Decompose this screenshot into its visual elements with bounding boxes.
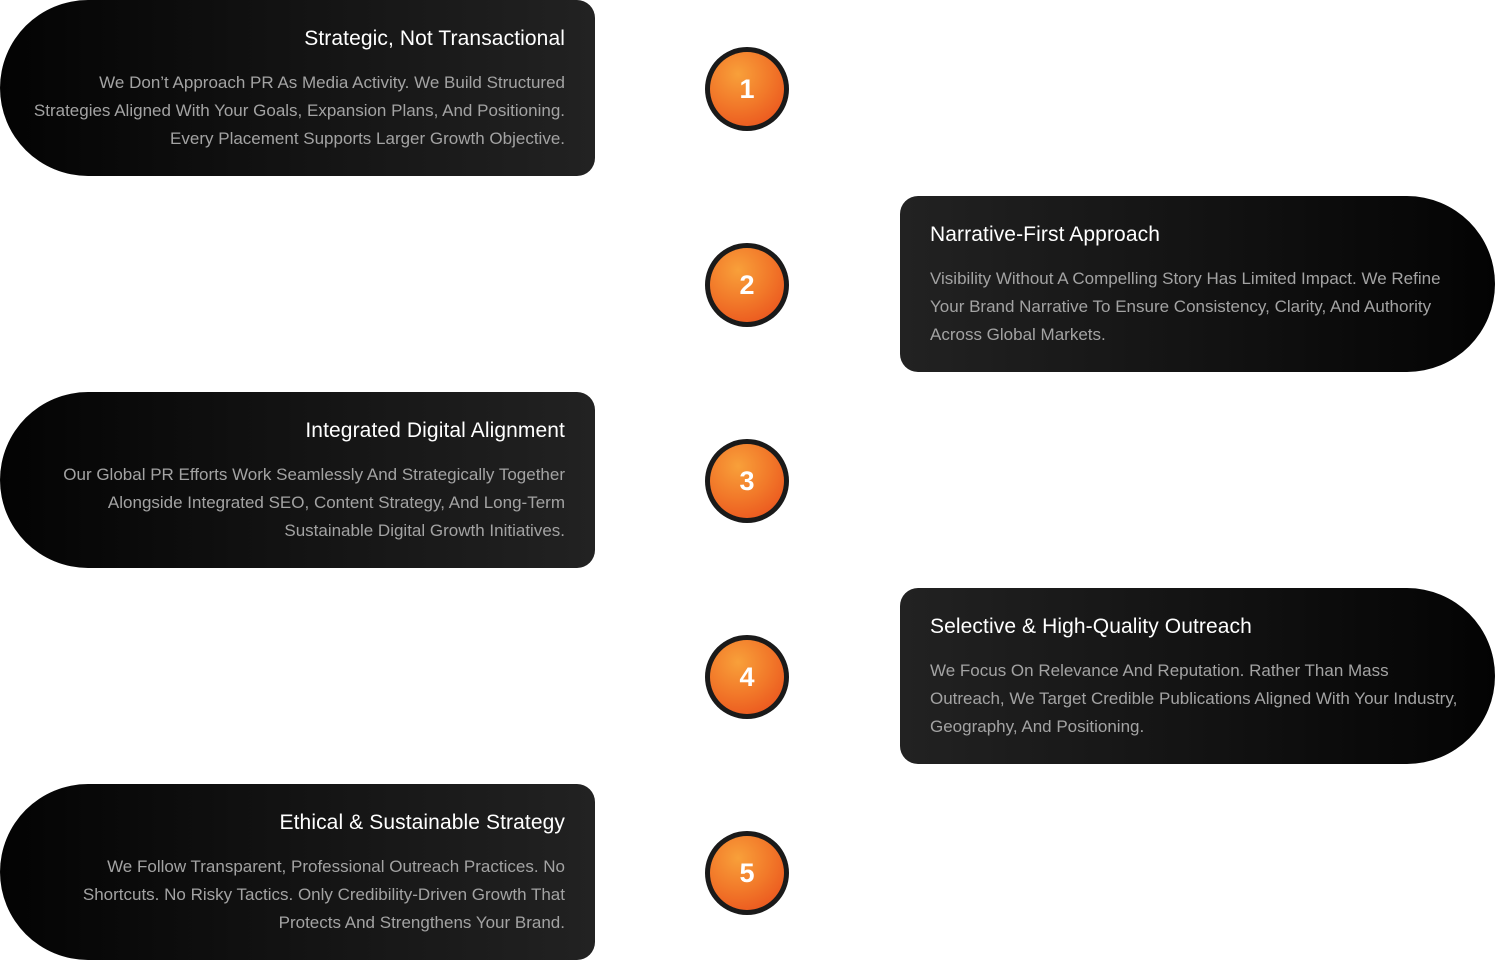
card-strategic: Strategic, Not Transactional We Don’t Ap…	[0, 0, 595, 176]
card-title: Integrated Digital Alignment	[305, 419, 565, 442]
step-2: Narrative-First Approach Visibility With…	[0, 196, 1495, 372]
card-outreach: Selective & High-Quality Outreach We Foc…	[900, 588, 1495, 764]
step-number: 4	[710, 640, 784, 714]
step-number: 1	[710, 52, 784, 126]
card-description: We Follow Transparent, Professional Outr…	[82, 857, 565, 932]
step-number-badge: 1	[705, 47, 789, 131]
card-title: Ethical & Sustainable Strategy	[279, 811, 565, 834]
card-description: We Don’t Approach PR As Media Activity. …	[33, 73, 565, 148]
step-number-badge: 4	[705, 635, 789, 719]
card-narrative: Narrative-First Approach Visibility With…	[900, 196, 1495, 372]
card-title: Selective & High-Quality Outreach	[930, 615, 1252, 638]
step-number-badge: 2	[705, 243, 789, 327]
step-number-badge: 3	[705, 439, 789, 523]
card-description: Our Global PR Efforts Work Seamlessly An…	[63, 465, 565, 540]
step-4: Selective & High-Quality Outreach We Foc…	[0, 588, 1495, 764]
card-integrated: Integrated Digital Alignment Our Global …	[0, 392, 595, 568]
step-3: Integrated Digital Alignment Our Global …	[0, 392, 1495, 568]
step-number: 5	[710, 836, 784, 910]
step-number: 3	[710, 444, 784, 518]
step-1: Strategic, Not Transactional We Don’t Ap…	[0, 0, 1495, 176]
step-5: Ethical & Sustainable Strategy We Follow…	[0, 784, 1495, 960]
card-description: Visibility Without A Compelling Story Ha…	[930, 269, 1441, 344]
step-number-badge: 5	[705, 831, 789, 915]
card-description: We Focus On Relevance And Reputation. Ra…	[930, 661, 1458, 736]
card-title: Narrative-First Approach	[930, 223, 1160, 246]
card-title: Strategic, Not Transactional	[304, 27, 565, 50]
step-number: 2	[710, 248, 784, 322]
card-ethical: Ethical & Sustainable Strategy We Follow…	[0, 784, 595, 960]
